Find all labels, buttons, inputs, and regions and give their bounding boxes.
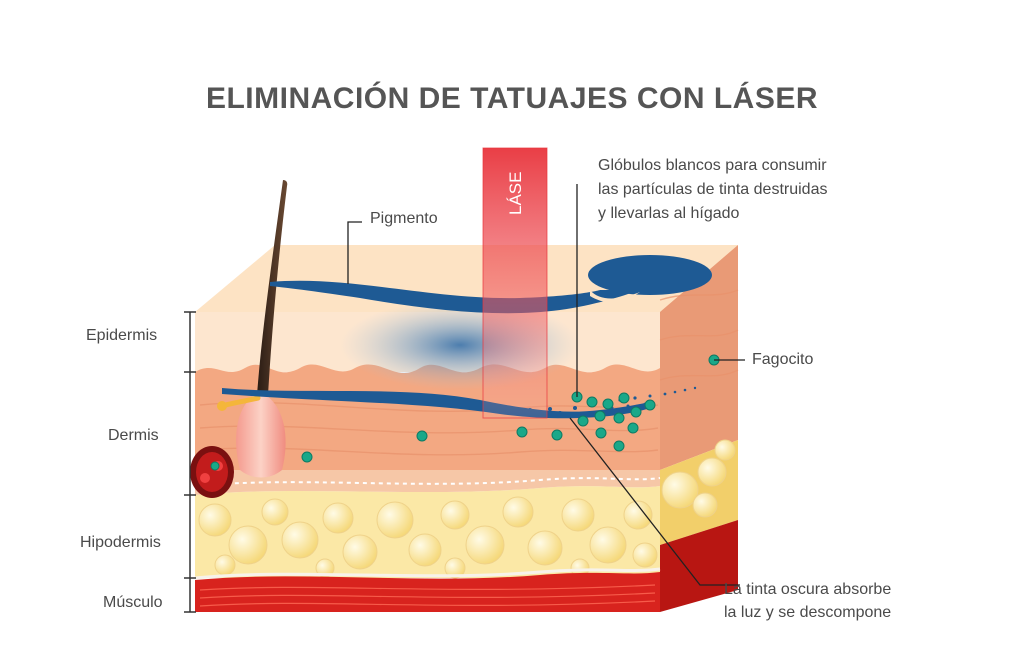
layer-label-dermis: Dermis xyxy=(108,427,159,444)
dark-ink-leader xyxy=(569,417,740,586)
membrane-line xyxy=(194,477,661,487)
layer-label-epidermis: Epidermis xyxy=(86,327,158,344)
dermis-side-face xyxy=(660,245,738,470)
blood-vessel xyxy=(190,446,234,498)
fat-globules xyxy=(198,439,736,579)
hair-follicle xyxy=(217,180,288,478)
pigment-leader xyxy=(347,221,362,284)
muscle-front xyxy=(195,572,660,612)
muscle-side-face xyxy=(660,520,738,612)
layer-label-muscle: Músculo xyxy=(103,594,163,611)
callout-pigment: Pigmento xyxy=(370,210,438,227)
fascia-line xyxy=(194,567,661,580)
phagocytes xyxy=(210,354,720,471)
layer-label-hypodermis: Hipodermis xyxy=(80,534,161,551)
muscle-fibres xyxy=(199,584,656,607)
leader-lines xyxy=(347,184,745,586)
laser-beam-outline xyxy=(482,147,548,419)
laser-beam xyxy=(483,148,547,418)
dermis-hypodermis-boundary xyxy=(195,470,660,495)
callout-dark-ink: La tinta oscura absorbe la luz y se desc… xyxy=(724,581,892,621)
layer-brackets xyxy=(184,311,196,613)
callout-phagocyte: Fagocito xyxy=(752,351,814,368)
page-title: ELIMINACIÓN DE TATUAJES CON LÁSER xyxy=(205,82,819,115)
callout-white-cells: Glóbulos blancos para consumir las partí… xyxy=(598,157,828,222)
laser-label: LÁSE xyxy=(506,171,525,215)
